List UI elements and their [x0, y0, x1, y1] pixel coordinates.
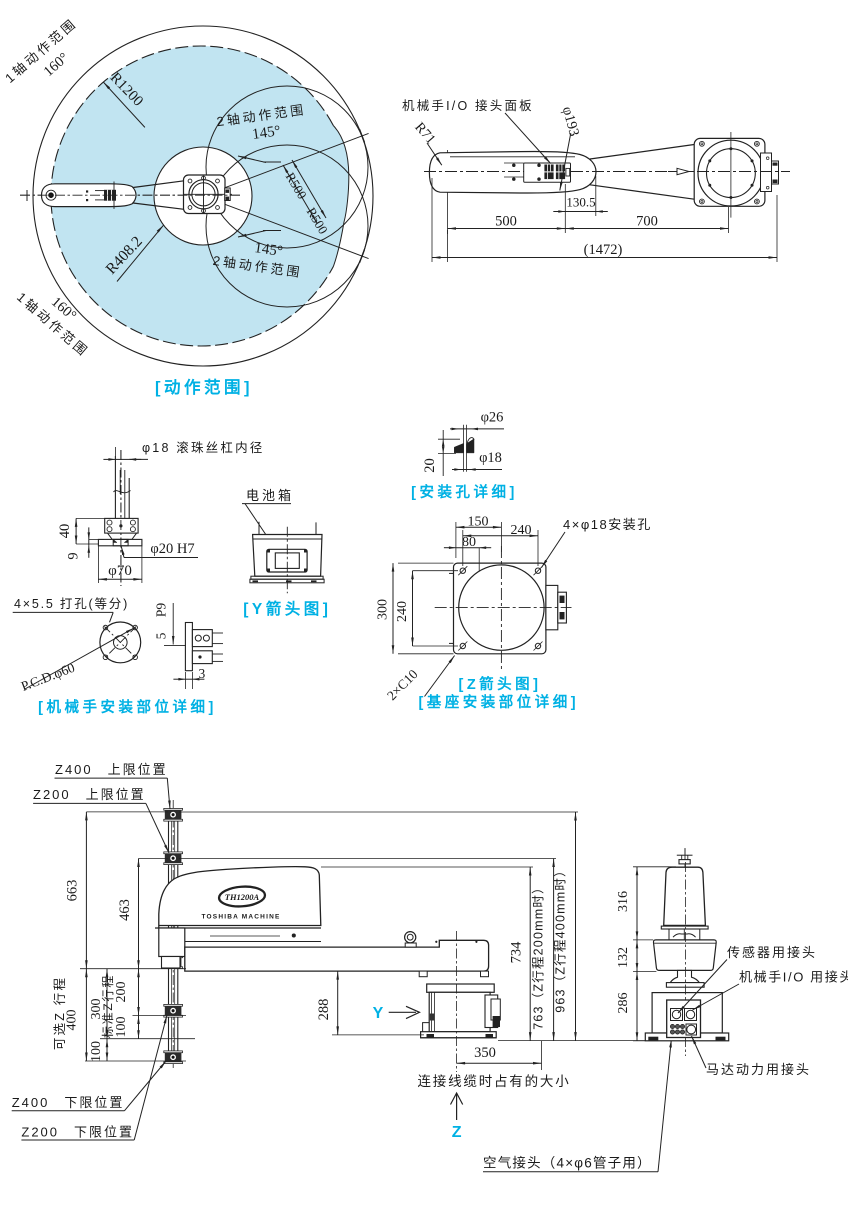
svg-text:734: 734: [509, 941, 525, 964]
svg-text:500: 500: [495, 213, 517, 229]
svg-text:Z: Z: [452, 1124, 462, 1141]
svg-text:350: 350: [474, 1045, 496, 1061]
svg-text:100: 100: [89, 1041, 104, 1062]
svg-text:150: 150: [468, 515, 489, 530]
svg-text:20: 20: [422, 458, 438, 473]
svg-text:Z400 下限位置: Z400 下限位置: [12, 1095, 125, 1110]
svg-text:传感器用接头: 传感器用接头: [727, 945, 817, 960]
svg-text:700: 700: [636, 213, 658, 229]
svg-text:145°: 145°: [251, 123, 281, 143]
svg-text:Z200 上限位置: Z200 上限位置: [33, 787, 146, 802]
svg-text:φ193: φ193: [559, 105, 582, 138]
svg-text:标准Z行程: 标准Z行程: [100, 974, 115, 1038]
svg-text:连接线缆时占有的大小: 连接线缆时占有的大小: [418, 1073, 571, 1089]
svg-text:300: 300: [376, 599, 391, 620]
svg-text:[基座安装部位详细]: [基座安装部位详细]: [418, 693, 579, 711]
svg-text:TOSHIBA MACHINE: TOSHIBA MACHINE: [201, 914, 280, 921]
svg-text:100: 100: [114, 1017, 129, 1038]
svg-text:φ26: φ26: [481, 410, 504, 426]
svg-text:286: 286: [616, 993, 631, 1014]
svg-text:TH1200A: TH1200A: [225, 892, 260, 902]
svg-text:9: 9: [66, 552, 82, 559]
svg-text:电池箱: 电池箱: [246, 488, 294, 503]
svg-text:φ18 滚珠丝杠内径: φ18 滚珠丝杠内径: [142, 440, 264, 455]
svg-text:200: 200: [114, 982, 129, 1003]
svg-text:288: 288: [316, 999, 332, 1021]
svg-text:空气接头（4×φ6管子用）: 空气接头（4×φ6管子用）: [483, 1155, 652, 1171]
svg-text:663: 663: [65, 880, 81, 902]
svg-text:可选Z 行程: 可选Z 行程: [52, 976, 67, 1050]
svg-text:φ18: φ18: [479, 450, 502, 466]
svg-text:Y: Y: [373, 1005, 384, 1022]
svg-text:[动作范围]: [动作范围]: [155, 377, 253, 397]
svg-text:80: 80: [462, 535, 476, 550]
svg-text:5: 5: [154, 632, 169, 639]
svg-text:4×5.5 打孔(等分): 4×5.5 打孔(等分): [14, 596, 129, 611]
svg-text:P9: P9: [154, 603, 169, 618]
svg-text:40: 40: [57, 524, 73, 539]
svg-text:240: 240: [511, 523, 532, 538]
svg-text:240: 240: [395, 601, 410, 622]
svg-text:132: 132: [616, 947, 631, 968]
svg-text:机械手I/O 接头面板: 机械手I/O 接头面板: [402, 98, 534, 113]
svg-text:(1472): (1472): [584, 242, 623, 258]
svg-text:316: 316: [616, 891, 631, 912]
svg-text:763（Z行程200mm时）: 763（Z行程200mm时）: [531, 880, 546, 1029]
svg-text:[机械手安装部位详细]: [机械手安装部位详细]: [38, 698, 217, 716]
svg-text:[Y箭头图]: [Y箭头图]: [243, 599, 331, 618]
svg-text:130.5: 130.5: [566, 195, 595, 210]
svg-text:Z400 上限位置: Z400 上限位置: [55, 762, 168, 777]
svg-text:300: 300: [89, 999, 104, 1020]
svg-text:963（Z行程400mm时）: 963（Z行程400mm时）: [553, 863, 568, 1012]
svg-text:463: 463: [117, 899, 133, 921]
svg-text:Z200 下限位置: Z200 下限位置: [21, 1125, 134, 1140]
svg-text:φ20 H7: φ20 H7: [150, 541, 194, 557]
svg-text:马达动力用接头: 马达动力用接头: [706, 1062, 811, 1077]
svg-text:[安装孔详细]: [安装孔详细]: [411, 483, 518, 501]
svg-text:400: 400: [65, 1010, 80, 1031]
svg-text:3: 3: [199, 666, 206, 681]
svg-text:φ70: φ70: [108, 563, 132, 579]
svg-text:机械手I/O 用接头: 机械手I/O 用接头: [739, 970, 848, 985]
svg-text:4×φ18安装孔: 4×φ18安装孔: [563, 517, 652, 532]
svg-text:[Z箭头图]: [Z箭头图]: [458, 675, 541, 693]
svg-text:145°: 145°: [253, 240, 283, 260]
